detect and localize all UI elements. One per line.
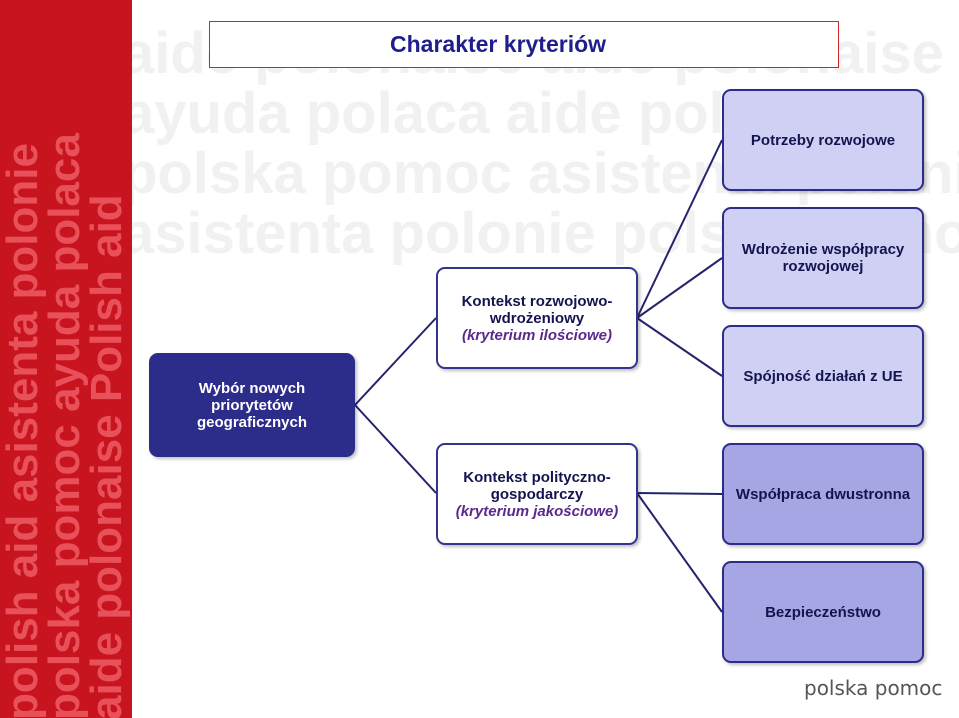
mid2-criterion: (kryterium jakościowe) — [455, 502, 619, 520]
title-box: Charakter kryteriów — [209, 21, 839, 68]
mid-node-polityczno: Kontekst polityczno- gospodarczy (kryter… — [436, 443, 638, 545]
leaf-potrzeby-rozwojowe: Potrzeby rozwojowe — [722, 89, 924, 191]
leaf-bezpieczenstwo: Bezpieczeństwo — [722, 561, 924, 663]
mid1-line-2: wdrożeniowy — [489, 309, 585, 327]
mid2-line-1: Kontekst polityczno- — [463, 468, 611, 486]
polska-pomoc-logo: polska pomoc — [804, 676, 943, 700]
mid2-line-2: gospodarczy — [490, 485, 584, 503]
connector-root-mid2 — [354, 404, 437, 494]
root-line-2: priorytetów — [211, 396, 293, 414]
leaf2-line-2: rozwojowej — [782, 258, 864, 275]
root-line-1: Wybór nowych — [198, 379, 306, 397]
leaf-spojnosc-dzialan: Spójność działań z UE — [722, 325, 924, 427]
page-title: Charakter kryteriów — [390, 31, 607, 57]
leaf3-line-1: Spójność działań z UE — [743, 367, 903, 385]
connector-root-mid1 — [354, 317, 437, 406]
leaf1-line-1: Potrzeby rozwojowe — [750, 131, 896, 149]
connector-mid2-leaf5 — [636, 492, 723, 613]
root-line-3: geograficznych — [196, 413, 308, 431]
leaf2-line-1: Wdrożenie współpracy — [741, 241, 905, 258]
mid1-line-1: Kontekst rozwojowo- — [461, 292, 613, 310]
leaf5-line-1: Bezpieczeństwo — [765, 603, 881, 621]
connector-mid1-leaf1 — [636, 139, 723, 319]
connector-mid1-leaf2 — [636, 257, 723, 319]
mid-node-rozwojowo: Kontekst rozwojowo- wdrożeniowy (kryteri… — [436, 267, 638, 369]
leaf4-line-1: Współpraca dwustronna — [735, 485, 911, 503]
connector-mid2-leaf4 — [636, 492, 723, 495]
mid1-criterion: (kryterium ilościowe) — [461, 326, 613, 344]
leaf-wspolpraca-dwustronna: Współpraca dwustronna — [722, 443, 924, 545]
background-watermark-left: polish aid asistenta polonie polska pomo… — [0, 0, 132, 718]
root-node: Wybór nowych priorytetów geograficznych — [149, 353, 355, 457]
connector-mid1-leaf3 — [636, 317, 723, 377]
leaf-wdrozenie-wspolpracy: Wdrożenie współpracy rozwojowej — [722, 207, 924, 309]
